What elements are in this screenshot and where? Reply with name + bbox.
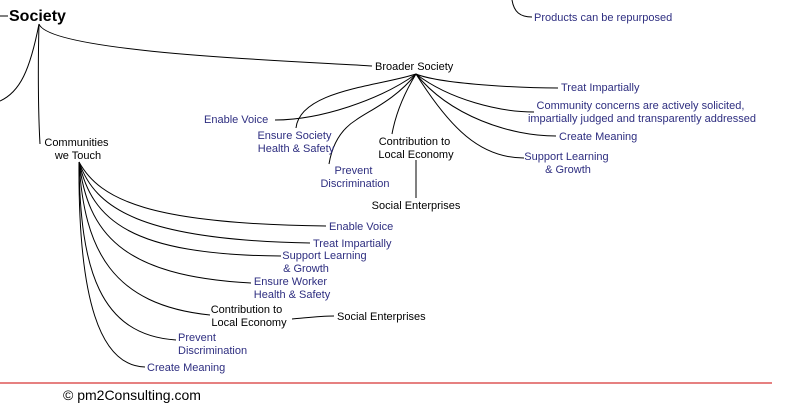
root-label: Society [9,8,66,25]
ct-ensure-worker-health-label: Ensure Worker Health & Safety [254,276,331,301]
broader-society-label: Broader Society [375,61,454,73]
ct-social-enterprises-label: Social Enterprises [337,311,426,323]
ct-contribution-local-economy-label: Contribution to Local Economy [211,304,287,329]
ct-to-contribution-connector [78,161,211,316]
bs-community-concerns-label: Community concerns are actively solicite… [528,100,756,125]
root-to-broader-society-connector [38,23,373,67]
ct-to-ensure-worker-connector [78,161,252,284]
bs-to-treat-impartially-connector [415,73,559,89]
ct-treat-impartially-label: Treat Impartially [313,238,392,250]
contribution-to-ct-social-enterprises-connector [291,315,335,320]
bs-treat-impartially-label: Treat Impartially [561,82,640,94]
bs-to-contribution-connector [391,73,417,135]
bs-support-learning-label: Support Learning & Growth [524,151,611,176]
root-trunk-connector [0,23,40,102]
bs-to-community-concerns-connector [415,73,535,113]
ct-to-enable-voice-connector [78,161,327,227]
bs-social-enterprises-label: Social Enterprises [372,200,461,212]
bs-prevent-discrimination-label: Prevent Discrimination [320,165,389,190]
connectors [0,0,559,368]
bs-to-create-meaning-connector [415,73,557,137]
ct-prevent-discrimination-label: Prevent Discrimination [178,332,247,357]
products-repurposed-label: Products can be repurposed [534,12,672,24]
bs-create-meaning-label: Create Meaning [559,131,637,143]
ct-create-meaning-label: Create Meaning [147,362,225,374]
ct-enable-voice-label: Enable Voice [329,221,393,233]
ct-support-learning-label: Support Learning & Growth [282,250,369,275]
products-connector [511,0,533,18]
bs-enable-voice-label: Enable Voice [204,114,268,126]
bs-contribution-local-economy-label: Contribution to Local Economy [378,136,454,161]
bs-to-ensure-society-connector [295,73,417,129]
ct-to-support-learning-connector [78,161,282,257]
bs-to-enable-voice-connector [274,73,417,121]
ct-to-treat-impartially-connector [78,161,311,244]
communities-we-touch-label: Communities we Touch [44,137,111,162]
bs-to-support-learning-connector [415,73,525,159]
ct-to-prevent-discrimination-connector [78,161,177,341]
root-to-communities-connector [37,23,41,145]
bs-to-prevent-discrimination-connector [328,73,417,165]
ct-to-create-meaning-connector [78,161,146,368]
bs-ensure-society-health-label: Ensure Society Health & Safety [257,130,334,155]
copyright-text: © pm2Consulting.com [63,387,201,403]
labels: Society Products can be repurposed Broad… [9,8,756,374]
